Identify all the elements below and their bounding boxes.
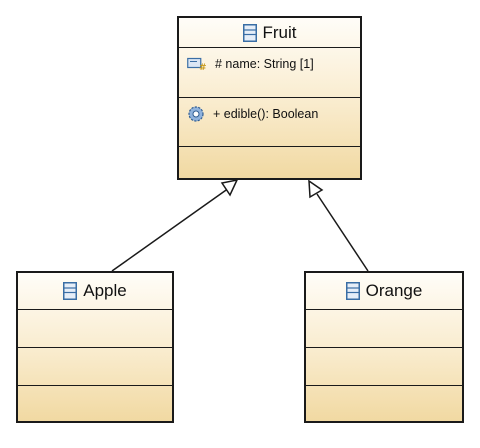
generalization-orange-fruit[interactable] <box>308 179 369 272</box>
inheritance-arrowhead-icon <box>220 178 239 197</box>
extra-compartment <box>306 385 462 421</box>
class-name: Fruit <box>262 22 297 42</box>
class-orange-header: Orange <box>306 273 462 309</box>
operation-row[interactable]: + edible(): Boolean <box>179 98 360 126</box>
class-orange[interactable]: Orange <box>304 271 464 423</box>
class-icon <box>63 282 78 300</box>
operation-text: + edible(): Boolean <box>213 107 319 121</box>
generalization-apple-fruit[interactable] <box>111 178 239 272</box>
operations-compartment <box>18 347 172 385</box>
attributes-compartment <box>306 309 462 347</box>
inheritance-arrowhead-icon <box>308 179 324 199</box>
class-fruit-header: Fruit <box>179 18 360 47</box>
class-apple[interactable]: Apple <box>16 271 174 423</box>
extra-compartment <box>18 385 172 421</box>
class-name: Orange <box>365 281 423 300</box>
operations-compartment: + edible(): Boolean <box>179 97 360 146</box>
class-icon <box>345 282 360 300</box>
class-name: Apple <box>83 281 127 300</box>
attributes-compartment: # # name: String [1] <box>179 47 360 97</box>
extra-compartment <box>179 146 360 178</box>
attributes-compartment <box>18 309 172 347</box>
attribute-row[interactable]: # # name: String [1] <box>179 48 360 76</box>
attribute-text: # name: String [1] <box>215 57 314 71</box>
class-icon <box>242 23 257 42</box>
svg-text:#: # <box>199 63 207 71</box>
operation-icon <box>188 106 204 122</box>
operations-compartment <box>306 347 462 385</box>
attribute-icon: # <box>187 57 207 71</box>
class-fruit[interactable]: Fruit # # name: String [1] + edible(): B… <box>177 16 362 180</box>
class-apple-header: Apple <box>18 273 172 309</box>
